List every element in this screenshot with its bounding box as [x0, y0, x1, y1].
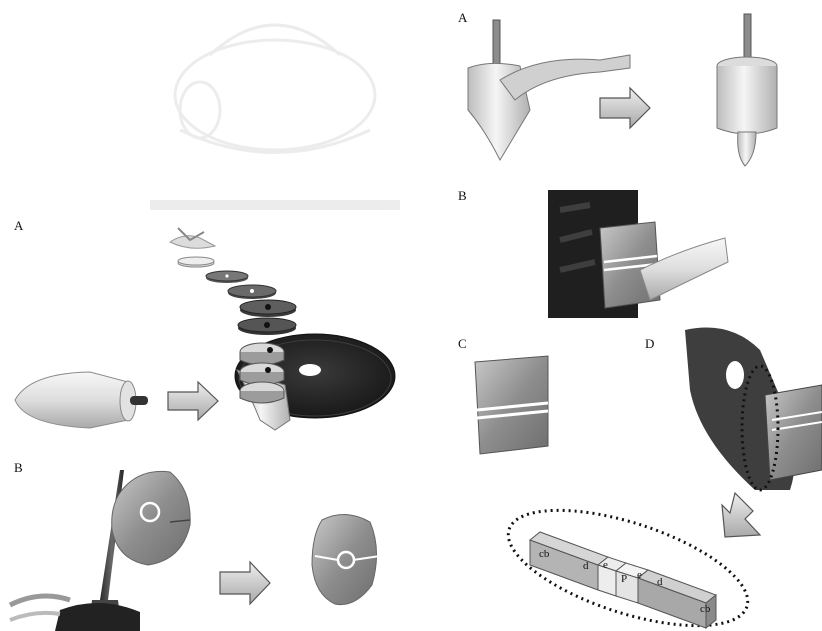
- part-label-p: P: [621, 573, 627, 585]
- mounted-slice-3: [240, 382, 284, 403]
- mounted-slice-1: [240, 343, 284, 365]
- disc-sequence: [170, 228, 296, 335]
- process-arrow-down-icon: [722, 493, 760, 537]
- part-label-cb-right: cb: [700, 603, 711, 615]
- slice-disc-4: [240, 300, 296, 317]
- part-label-e-left: e: [603, 559, 608, 571]
- right-panel-a-label: A: [458, 10, 467, 26]
- right-panel-b-label: B: [458, 188, 467, 204]
- disc-with-strips: [685, 328, 822, 491]
- left-panel-b-label: B: [14, 460, 23, 476]
- right-panel-d-label: D: [645, 336, 654, 352]
- saw-disc-with-sections: [235, 334, 395, 430]
- process-arrow-icon: [168, 382, 218, 420]
- slice-disc-3: [228, 285, 276, 299]
- watermark-seal: [150, 25, 400, 205]
- slice-disc-2: [206, 271, 248, 283]
- part-label-cb-left: cb: [539, 548, 550, 560]
- bone-specimen-left: [15, 372, 148, 428]
- right-panel-c-label: C: [458, 336, 467, 352]
- slice-disc-1: [178, 257, 214, 267]
- cutting-blade-closeup: [548, 190, 728, 318]
- split-slice-result: [312, 514, 380, 604]
- part-label-e-right: e: [637, 569, 642, 581]
- slice-disc-5: [238, 318, 296, 335]
- embedded-block-after: [717, 14, 777, 166]
- process-arrow-icon: [220, 562, 270, 604]
- part-label-d-right: d: [657, 576, 663, 588]
- slice-on-handpiece: [112, 471, 190, 565]
- embedded-bone-before: [468, 20, 630, 160]
- process-arrow-icon: [600, 88, 650, 128]
- part-label-d-left: d: [583, 560, 589, 572]
- composite-strip: [495, 487, 761, 631]
- left-panel-a-label: A: [14, 218, 23, 234]
- section-specimen: [475, 356, 548, 454]
